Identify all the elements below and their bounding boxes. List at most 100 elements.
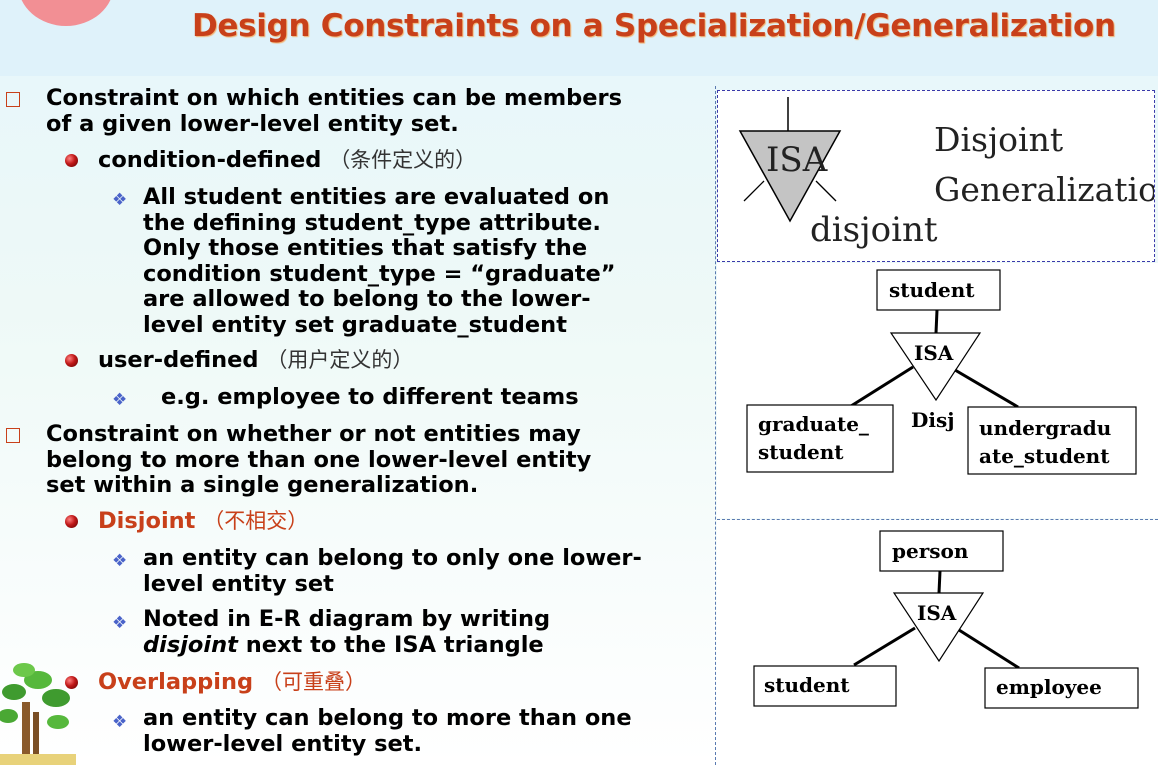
bullet-1-1-label: condition-defined bbox=[98, 147, 322, 173]
isa-legend-figure: ISA disjoint Disjoint Generalization bbox=[738, 97, 1158, 250]
isa-legend-caption-line-1: Disjoint bbox=[934, 120, 1063, 159]
diagram-2-isa-triangle bbox=[892, 592, 985, 663]
square-bullet-icon bbox=[6, 428, 20, 443]
diagram-1-right-link bbox=[954, 368, 1019, 409]
bullet-2: Constraint on whether or not entities ma… bbox=[46, 421, 712, 499]
bullet-2-line-3: set within a single generalization. bbox=[46, 472, 479, 498]
bullet-2-1-2-line-2: disjoint next to the ISA triangle bbox=[143, 631, 713, 659]
diagram-1-isa-triangle bbox=[889, 332, 982, 402]
isa-legend-right-stroke bbox=[815, 180, 837, 202]
bullet-1-line-1: Constraint on which entities can be memb… bbox=[46, 85, 623, 111]
header-band bbox=[0, 0, 1158, 76]
diagram-divider bbox=[717, 519, 1158, 520]
bullet-1-1-1-line-2: the defining student_type attribute. bbox=[143, 209, 601, 236]
diagram-1-right-label-line-1: undergradu bbox=[979, 416, 1111, 440]
column-divider bbox=[715, 86, 716, 765]
bullet-1-line-2: of a given lower-level entity set. bbox=[46, 110, 459, 137]
diagram-2-parent-link bbox=[937, 570, 942, 594]
bullet-1-1-1-line-6: level entity set graduate_student bbox=[143, 311, 567, 338]
bullet-2-1-2-rest: next to the ISA triangle bbox=[237, 631, 544, 658]
bullet-1-1-1: All student entities are evaluated on th… bbox=[143, 184, 713, 338]
ball-bullet-icon bbox=[65, 515, 78, 528]
isa-legend-triangle-label: ISA bbox=[766, 140, 828, 180]
isa-legend-box: ISA disjoint Disjoint Generalization bbox=[717, 90, 1158, 262]
diagram-1-left-box bbox=[746, 404, 894, 473]
bullet-2-1-2-line-1: Noted in E-R diagram by writing bbox=[143, 606, 551, 632]
diamond-bullet-icon: ❖ bbox=[112, 390, 128, 410]
bullet-2-2-1-line-1: an entity can belong to more than one bbox=[143, 705, 632, 731]
diagram-2-left-label: student bbox=[764, 673, 850, 697]
bullet-2-1-1-line-1: an entity can belong to only one lower- bbox=[143, 545, 642, 571]
diagram-1-isa-label: ISA bbox=[914, 341, 954, 365]
diagram-1-parent-box bbox=[876, 269, 1001, 311]
diagram-1-left-label-line-1: graduate_ bbox=[758, 412, 869, 436]
diagram-1-parent-link bbox=[934, 309, 939, 334]
diagram-1-right-box bbox=[967, 406, 1137, 475]
diagram-1-left-link bbox=[850, 365, 914, 408]
tree-leaf bbox=[0, 709, 18, 723]
diagram-1-parent-label: student bbox=[889, 278, 975, 302]
bullet-1-1-1-line-4: condition student_type = “graduate” bbox=[143, 260, 616, 287]
bullet-1-2-cjk: （用户定义的） bbox=[266, 348, 414, 372]
bullet-2-line-2: belong to more than one lower-level enti… bbox=[46, 446, 592, 473]
square-bullet-icon bbox=[6, 92, 20, 107]
tree-leaf bbox=[42, 689, 70, 707]
bullet-1-1: condition-defined （条件定义的） bbox=[98, 147, 477, 174]
diagram-2-isa-label: ISA bbox=[917, 601, 957, 625]
tree-ground bbox=[0, 754, 76, 765]
diagram-2-parent-box bbox=[879, 530, 1004, 572]
diagram-2-right-label: employee bbox=[996, 675, 1102, 699]
tree-trunk bbox=[22, 702, 30, 765]
isa-legend-left-stroke bbox=[743, 180, 765, 202]
diamond-bullet-icon: ❖ bbox=[112, 190, 128, 210]
bullet-1-2: user-defined （用户定义的） bbox=[98, 347, 414, 374]
isa-legend-caption-line-2: Generalization bbox=[934, 170, 1154, 209]
bullet-2-2-1: an entity can belong to more than one lo… bbox=[143, 705, 713, 757]
diagram-2: person ISA student employee bbox=[753, 530, 1139, 709]
bullet-2-2-1-line-2: lower-level entity set. bbox=[143, 730, 423, 757]
bullet-2-2-label: Overlapping bbox=[98, 669, 254, 695]
ball-bullet-icon bbox=[65, 154, 78, 167]
diagram-2-left-box bbox=[753, 665, 897, 707]
diagram-1-constraint-label: Disj bbox=[911, 408, 954, 432]
bullet-2-2-cjk: （可重叠） bbox=[260, 670, 366, 694]
ball-bullet-icon bbox=[65, 676, 78, 689]
bullet-2-line-1: Constraint on whether or not entities ma… bbox=[46, 421, 581, 447]
isa-legend-under-label: disjoint bbox=[810, 210, 938, 250]
bullet-1-1-1-line-3: Only those entities that satisfy the bbox=[143, 235, 588, 261]
diagram-1: student ISA Disj graduate_ student under… bbox=[746, 269, 1137, 475]
bullet-1-2-1: e.g. employee to different teams bbox=[161, 384, 731, 411]
bullet-2-1-1-line-2: level entity set bbox=[143, 570, 334, 597]
tree-trunk-2 bbox=[33, 712, 39, 765]
bullet-2-1-2-italic: disjoint bbox=[143, 631, 238, 658]
tree-leaf bbox=[47, 715, 69, 729]
diagram-2-right-box bbox=[984, 667, 1139, 709]
bullet-2-1: Disjoint （不相交） bbox=[98, 508, 309, 535]
diamond-bullet-icon: ❖ bbox=[112, 551, 128, 571]
bullet-1-2-1-text: e.g. employee to different teams bbox=[161, 384, 579, 410]
bullet-2-1-cjk: （不相交） bbox=[203, 509, 309, 533]
diamond-bullet-icon: ❖ bbox=[112, 712, 128, 732]
bullet-2-2: Overlapping （可重叠） bbox=[98, 669, 366, 696]
diagram-1-right-label-line-2: ate_student bbox=[979, 444, 1110, 468]
bullet-2-1-label: Disjoint bbox=[98, 508, 196, 534]
slide-title: Design Constraints on a Specialization/G… bbox=[192, 8, 1116, 44]
ball-bullet-icon bbox=[65, 354, 78, 367]
bullet-1-1-1-line-5: are allowed to belong to the lower- bbox=[143, 286, 591, 312]
tree-leaf bbox=[24, 671, 52, 689]
diagram-2-right-link bbox=[958, 628, 1020, 670]
tree-leaf bbox=[13, 663, 35, 677]
tree-illustration bbox=[0, 663, 76, 765]
diagram-2-left-link bbox=[853, 626, 916, 667]
bullet-1: Constraint on which entities can be memb… bbox=[46, 85, 712, 137]
bullet-1-1-cjk: （条件定义的） bbox=[329, 148, 477, 172]
bullet-1-2-label: user-defined bbox=[98, 347, 259, 373]
diamond-bullet-icon: ❖ bbox=[112, 613, 128, 633]
diagram-1-left-label-line-2: student bbox=[758, 440, 844, 464]
bullet-2-1-1: an entity can belong to only one lower- … bbox=[143, 545, 713, 597]
bullet-2-1-2: Noted in E-R diagram by writing disjoint… bbox=[143, 606, 713, 659]
isa-legend-triangle bbox=[738, 130, 842, 223]
diagram-2-parent-label: person bbox=[892, 539, 969, 563]
bullet-1-1-1-line-1: All student entities are evaluated on bbox=[143, 184, 610, 210]
tree-leaf bbox=[2, 684, 26, 700]
